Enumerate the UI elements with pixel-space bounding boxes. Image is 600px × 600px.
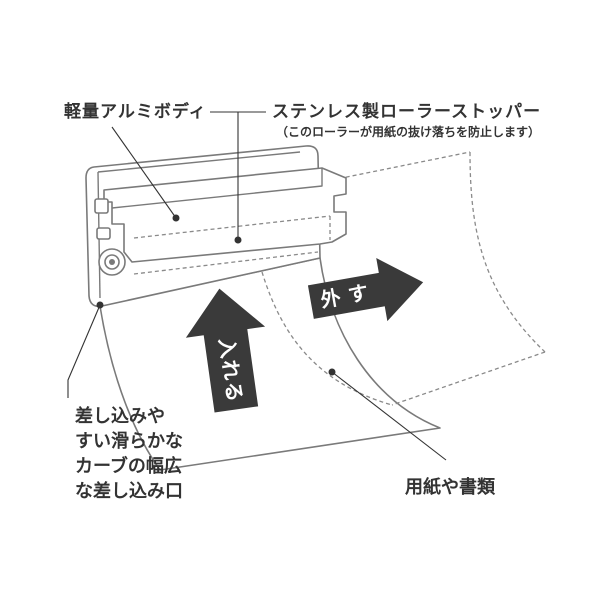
insert-arrow-shape	[185, 288, 266, 413]
holder-device	[85, 145, 347, 308]
device-flange-fold	[111, 168, 323, 209]
leader-dot-opening	[96, 301, 104, 309]
leader-dot-paper	[328, 368, 336, 376]
label-opening: 差し込みや すい滑らかな カーブの幅広 な差し込み口	[75, 405, 183, 502]
label-roller-note: （このローラーが用紙の抜け落ちを防止します）	[276, 124, 540, 139]
leader-line-paper	[331, 371, 447, 461]
roller-knob-center	[109, 259, 115, 265]
device-plate-edge	[97, 151, 301, 173]
insert-arrow: 入れる	[185, 288, 266, 413]
device-front-flange	[103, 167, 347, 263]
document-right-edge	[469, 151, 546, 353]
leader-line-body	[111, 126, 177, 219]
hinge-slot-upper	[94, 198, 109, 214]
roller-band-lower	[133, 251, 319, 275]
roller-band-upper	[133, 215, 331, 239]
label-body: 軽量アルミボディ	[64, 101, 207, 122]
label-opening-line: すい滑らかな	[75, 431, 183, 452]
hinge-slot-lower	[96, 227, 111, 240]
remove-arrow-shape	[307, 258, 424, 322]
document-bottom-edge	[391, 351, 546, 406]
label-opening-line: な差し込み口	[75, 480, 183, 502]
label-paper: 用紙や書類	[405, 476, 496, 498]
remove-arrow: 外す	[307, 258, 424, 322]
label-roller: ステンレス製ローラーストッパー	[272, 101, 541, 122]
label-opening-line: カーブの幅広	[75, 455, 182, 477]
leader-line-opening	[67, 304, 101, 398]
document-left-edge	[261, 271, 393, 406]
label-opening-line: 差し込みや	[75, 405, 165, 427]
leader-dot-roller	[234, 236, 242, 244]
document-top-edge	[331, 151, 471, 181]
leader-dot-body	[172, 214, 180, 222]
document-outline	[261, 151, 546, 406]
